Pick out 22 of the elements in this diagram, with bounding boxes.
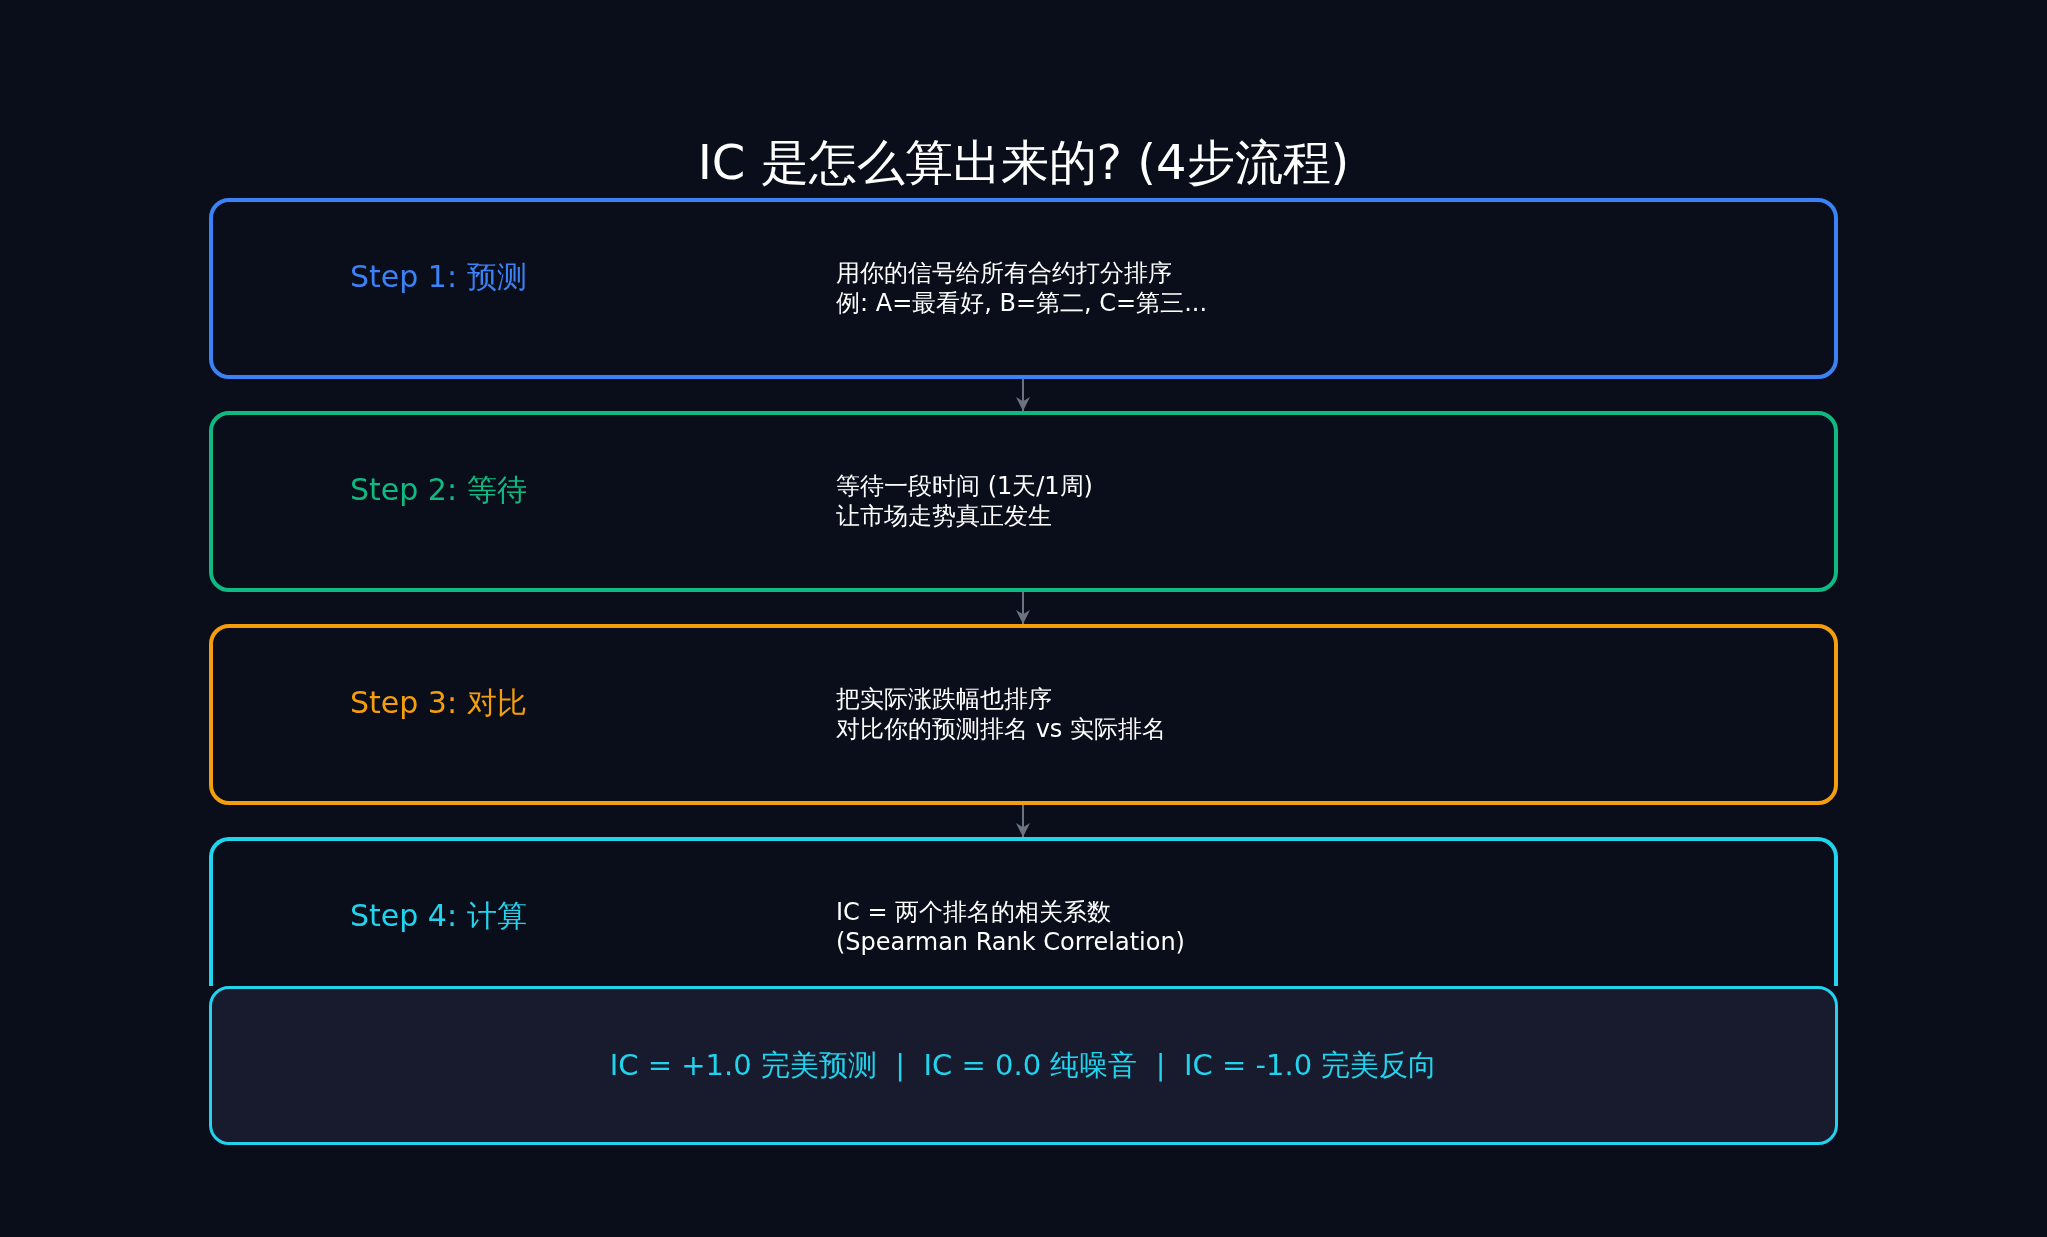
- step-description: 等待一段时间 (1天/1周): [836, 471, 1093, 501]
- diagram-title: IC 是怎么算出来的? (4步流程): [696, 133, 1351, 192]
- step-box: [209, 837, 1838, 986]
- step-description: 对比你的预测排名 vs 实际排名: [836, 714, 1166, 744]
- step-title: Step 3: 对比: [350, 684, 527, 722]
- step-description: 把实际涨跌幅也排序: [836, 684, 1052, 714]
- step-box: [209, 411, 1838, 592]
- step-title: Step 4: 计算: [350, 897, 527, 935]
- flow-arrow: [1016, 378, 1030, 412]
- summary-text: IC = +1.0 完美预测 | IC = 0.0 纯噪音 | IC = -1.0 完美反向: [609, 1046, 1438, 1084]
- step-title: Step 1: 预测: [350, 258, 527, 296]
- step-description: IC = 两个排名的相关系数: [836, 897, 1112, 927]
- step-box: [209, 624, 1838, 805]
- step-description: 例: A=最看好, B=第二, C=第三...: [836, 288, 1208, 318]
- step-description: (Spearman Rank Correlation): [836, 927, 1185, 957]
- step-description: 让市场走势真正发生: [836, 501, 1052, 531]
- flow-arrow: [1016, 591, 1030, 625]
- step-title: Step 2: 等待: [350, 471, 527, 509]
- flow-arrow: [1016, 804, 1030, 838]
- summary-box: [209, 986, 1838, 1145]
- step-box: [209, 198, 1838, 379]
- step-description: 用你的信号给所有合约打分排序: [836, 258, 1172, 288]
